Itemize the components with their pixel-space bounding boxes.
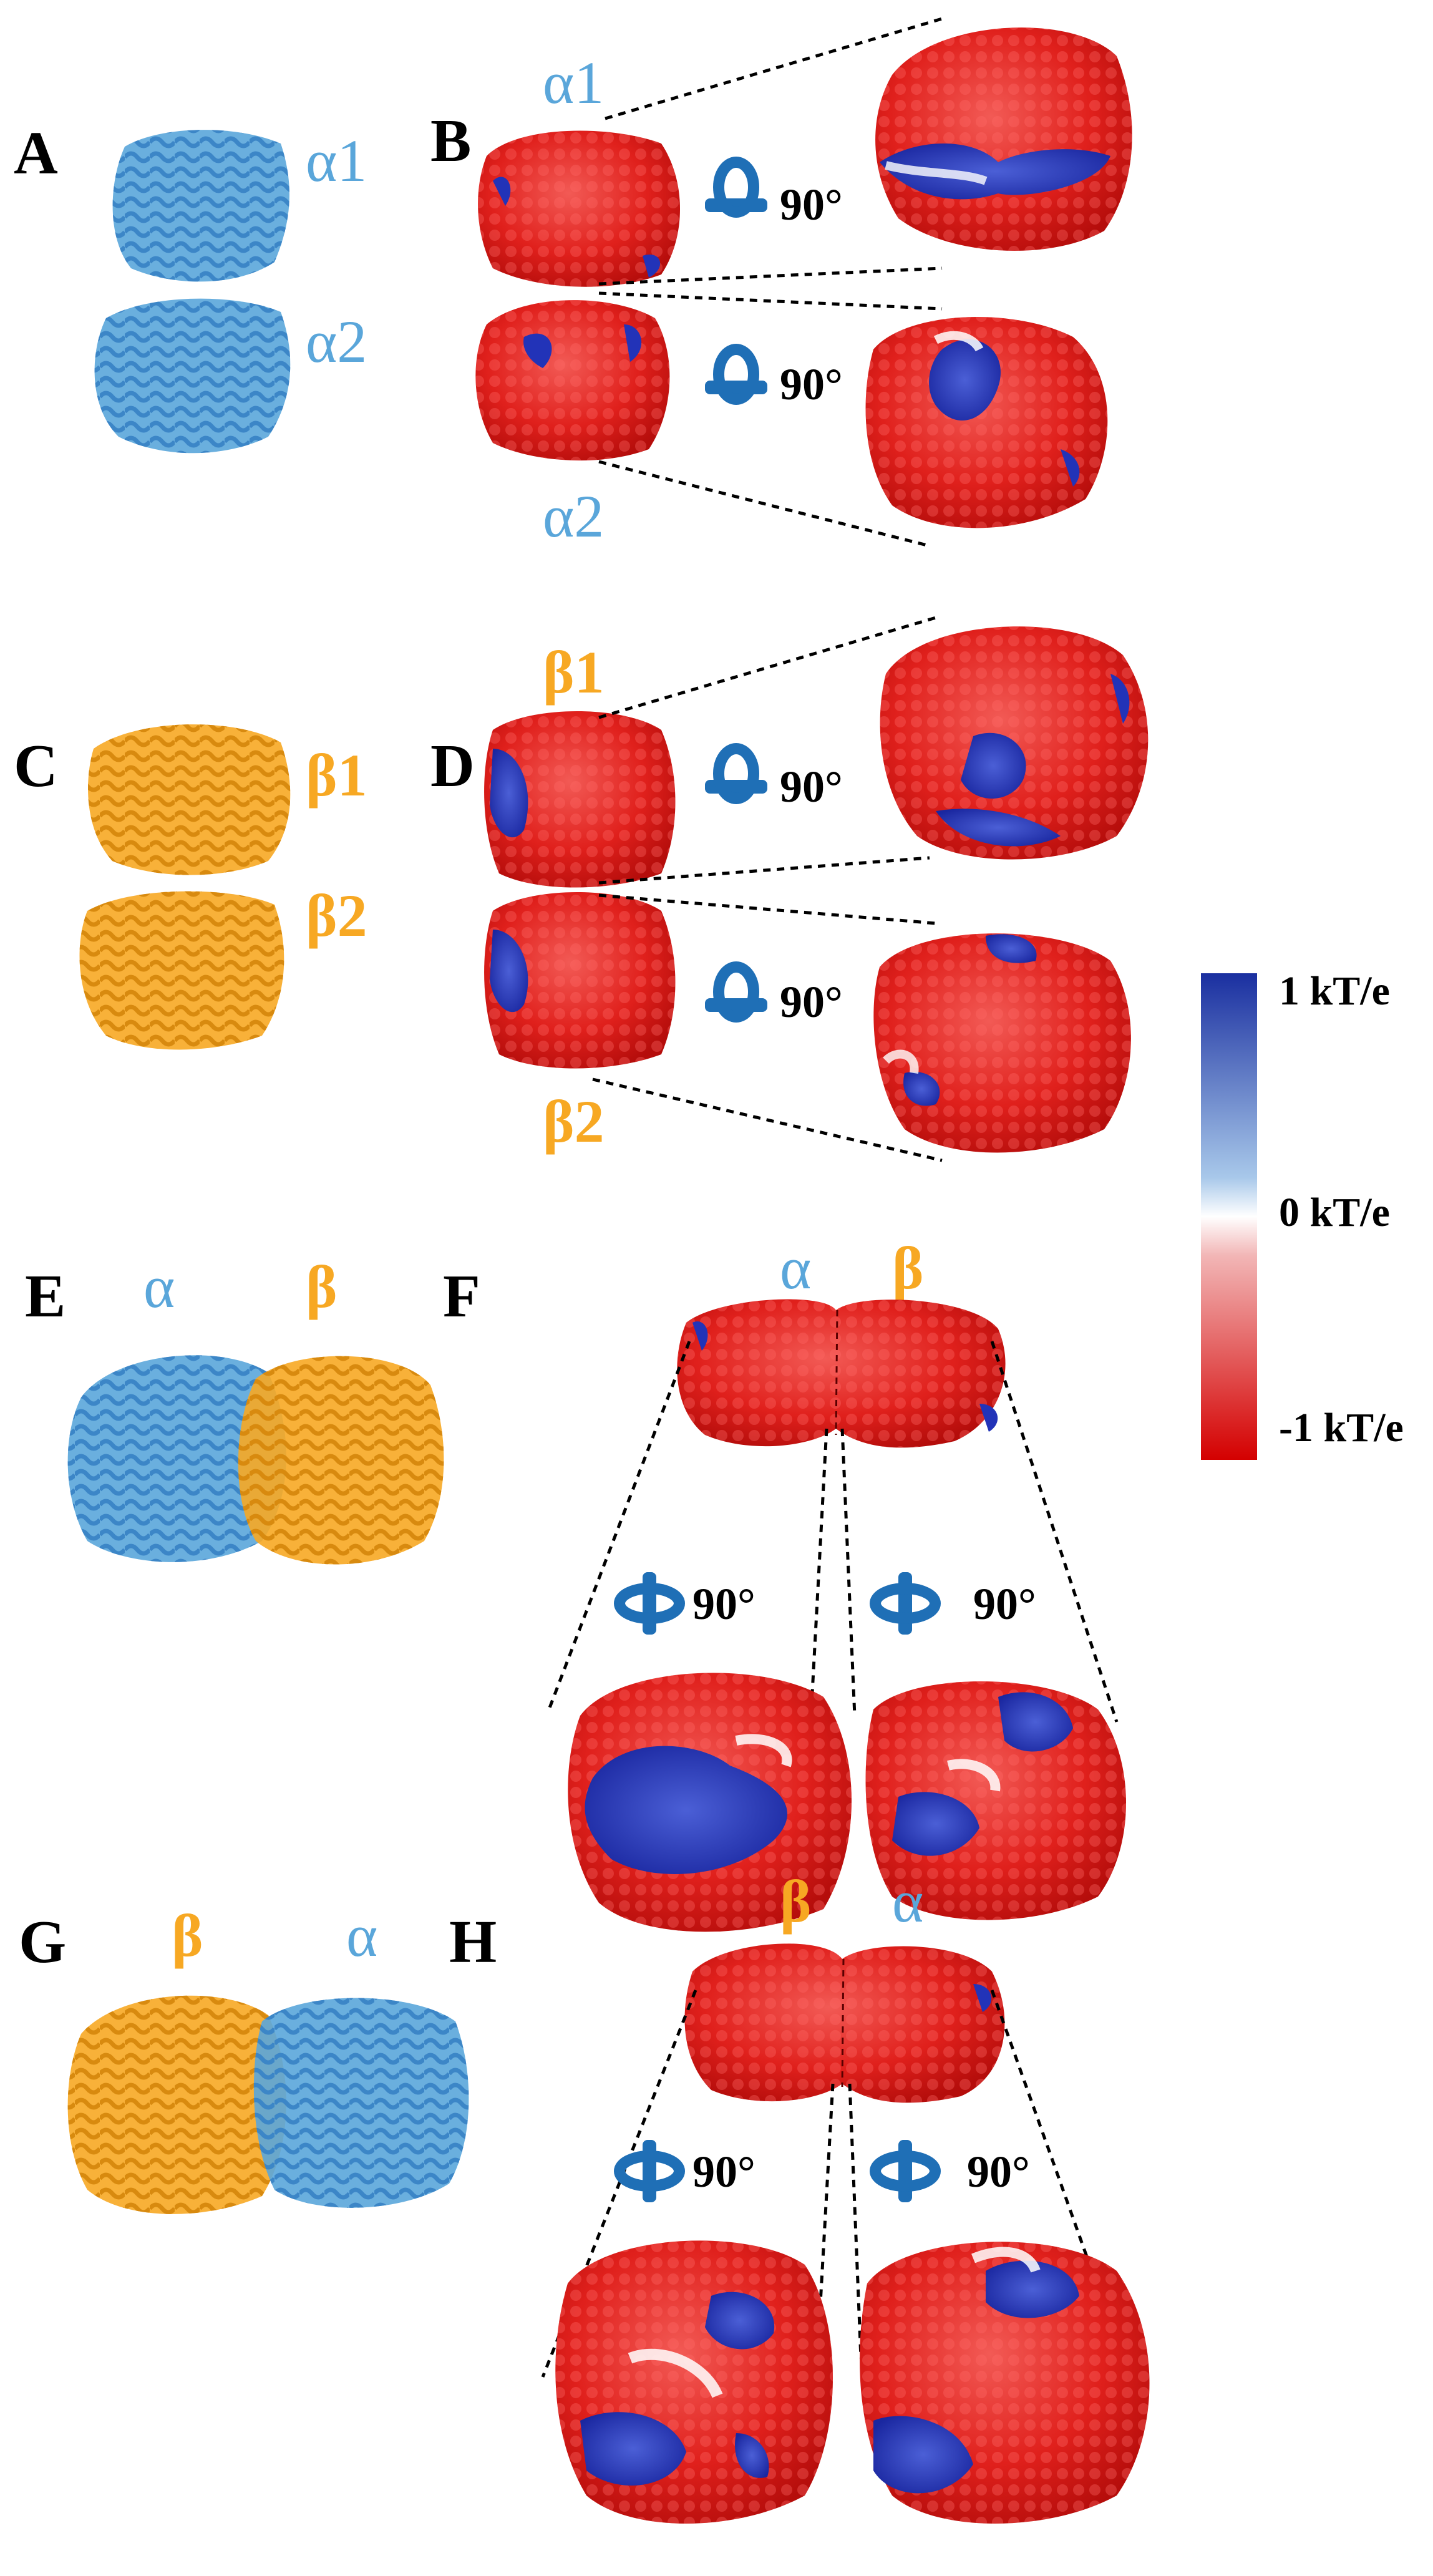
f-rotation-label-1: 90° — [692, 1579, 755, 1629]
h-beta-rotated-surface — [555, 2240, 833, 2524]
e-beta-label: β — [306, 1253, 338, 1320]
b-alpha1-label: α1 — [543, 49, 604, 116]
c-beta1-label: β1 — [306, 742, 367, 809]
b-rotation-label-1: 90° — [780, 180, 843, 230]
panel-label-b: B — [430, 107, 471, 175]
f-beta-rotated-surface — [865, 1681, 1126, 1920]
rotation-arrow-icon — [870, 2140, 941, 2202]
b-alpha1-rotated-surface — [875, 27, 1132, 251]
a-alpha2-label: α2 — [306, 308, 367, 375]
scale-mid-label: 0 kT/e — [1279, 1190, 1390, 1235]
h-dimer-surface — [684, 1943, 1005, 2103]
panel-label-g: G — [19, 1908, 66, 1976]
e-alpha-cartoon — [67, 1355, 286, 1562]
panel-label-a: A — [14, 120, 58, 187]
g-alpha-label: α — [346, 1902, 377, 1969]
f-alpha-label: α — [780, 1235, 811, 1301]
panel-label-h: H — [449, 1908, 497, 1976]
rotation-arrow-icon — [705, 961, 767, 1023]
rotation-arrow-icon — [705, 157, 767, 218]
d-beta2-rotated-surface — [873, 933, 1131, 1153]
rotation-arrow-icon — [705, 344, 767, 405]
d-rotation-label-2: 90° — [780, 977, 843, 1027]
d-beta2-surface — [484, 892, 676, 1069]
h-rotation-label-2: 90° — [967, 2147, 1030, 2197]
alpha1-cartoon — [112, 130, 289, 282]
b-rotation-label-2: 90° — [780, 359, 843, 409]
b-alpha2-surface — [475, 300, 670, 461]
beta2-cartoon — [79, 891, 284, 1050]
d-beta1-label: β1 — [543, 639, 605, 706]
beta1-cartoon — [88, 724, 291, 875]
d-beta2-label: β2 — [543, 1088, 605, 1155]
panel-label-d: D — [430, 732, 475, 800]
alpha2-cartoon — [94, 298, 291, 454]
color-scale-bar — [1201, 973, 1257, 1460]
f-rotation-label-2: 90° — [973, 1579, 1036, 1629]
f-dimer-surface — [677, 1299, 1006, 1448]
panel-label-c: C — [14, 732, 58, 800]
rotation-arrow-icon — [614, 1572, 685, 1635]
b-guide-lines — [598, 17, 943, 548]
e-beta-cartoon — [238, 1356, 444, 1565]
a-alpha1-label: α1 — [306, 127, 367, 194]
h-rotation-label-1: 90° — [692, 2147, 755, 2197]
d-beta1-surface — [484, 711, 676, 888]
g-beta-label: β — [172, 1902, 203, 1969]
scale-max-label: 1 kT/e — [1279, 968, 1390, 1014]
f-beta-label: β — [892, 1235, 924, 1301]
scale-min-label: -1 kT/e — [1279, 1405, 1404, 1451]
e-alpha-label: α — [143, 1253, 175, 1320]
d-beta1-rotated-surface — [880, 626, 1149, 860]
panel-label-e: E — [25, 1263, 66, 1330]
g-alpha-cartoon — [253, 1998, 469, 2208]
d-guide-lines — [592, 616, 943, 1162]
g-beta-cartoon — [67, 1995, 286, 2214]
b-alpha2-label: α2 — [543, 483, 604, 550]
h-alpha-rotated-surface — [860, 2242, 1150, 2524]
c-beta2-label: β2 — [306, 882, 367, 949]
rotation-arrow-icon — [870, 1572, 941, 1635]
rotation-arrow-icon — [614, 2140, 685, 2202]
b-alpha1-surface — [478, 130, 680, 287]
f-guide-lines — [547, 1341, 1119, 1723]
h-beta-label: β — [780, 1868, 812, 1935]
b-alpha2-rotated-surface — [865, 316, 1108, 528]
d-rotation-label-1: 90° — [780, 762, 843, 812]
f-alpha-rotated-surface — [568, 1673, 852, 1932]
rotation-arrow-icon — [705, 743, 767, 804]
h-alpha-label: α — [892, 1868, 923, 1935]
panel-label-f: F — [443, 1263, 480, 1330]
